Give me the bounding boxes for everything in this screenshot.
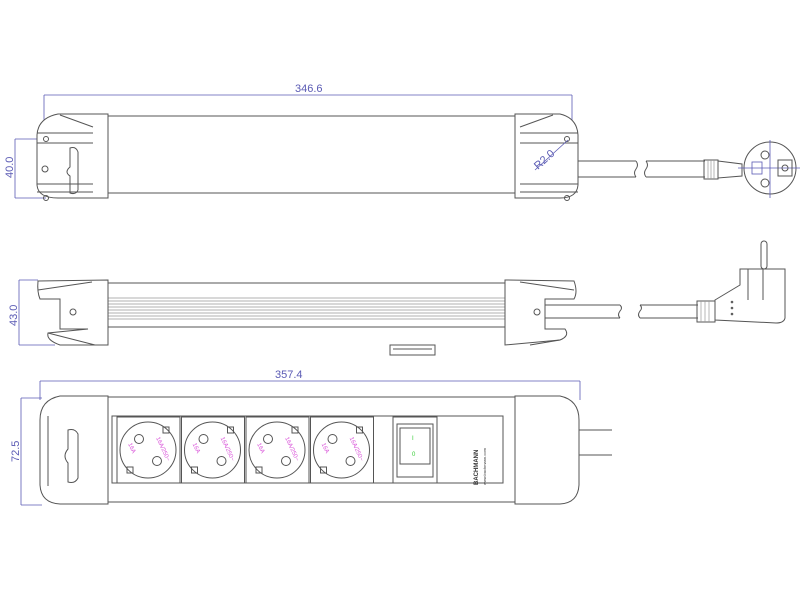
earth-clip (227, 426, 234, 434)
socket-face (184, 421, 241, 479)
housing-profile (107, 282, 506, 328)
socket-face (119, 421, 177, 479)
socket-outlet[interactable]: 16A 16A/250~ (116, 416, 181, 484)
socket-pin-hole (327, 434, 338, 444)
socket-pin-hole (345, 456, 356, 466)
length-dimension-label: 346.6 (295, 83, 323, 95)
earth-clip (126, 466, 134, 474)
socket-rating: 16A (126, 442, 136, 454)
earth-clip (320, 466, 327, 474)
socket-pin-hole (152, 456, 162, 466)
socket-outlet[interactable]: 16A 16A/250~ (310, 416, 374, 484)
socket-voltage: 16A/250~ (283, 436, 300, 462)
height-dimension-label: 43.0 (8, 305, 20, 326)
socket-face (248, 421, 306, 479)
socket-frame (116, 416, 181, 484)
side-view: 43.0 (8, 240, 786, 356)
socket-rating: 16A (320, 442, 330, 454)
power-cable-top (578, 159, 743, 180)
right-end-cap (514, 113, 579, 199)
earth-clip (191, 466, 198, 474)
earth-clip (255, 466, 263, 474)
aluminium-ribs (108, 297, 505, 320)
socket-voltage: 16A/250~ (219, 436, 236, 462)
socket-voltage: 16A/250~ (154, 436, 171, 462)
switch-off-mark: 0 (412, 452, 416, 458)
power-switch[interactable]: I 0 (392, 416, 438, 484)
earth-clip (162, 426, 170, 434)
front-keyhole-slot (64, 429, 79, 483)
left-end-cap (36, 113, 109, 199)
mount-dimension-label: 40.0 (4, 157, 16, 178)
socket-frame (245, 416, 310, 484)
socket-frame (310, 416, 374, 484)
earth-clip (356, 426, 363, 434)
switch-on-mark: I (412, 436, 414, 442)
socket-outlet[interactable]: 16A 16A/250~ (181, 416, 245, 484)
socket-pin-hole (263, 434, 273, 444)
front-view: 357.4 72.5 16A 16A/250~ 16A 16A/250~ 16A 16A/… (10, 369, 612, 506)
keyhole-slot (66, 147, 79, 195)
socket-frame (181, 416, 245, 484)
front-left-cap (39, 395, 109, 505)
socket-outlet[interactable]: 16A 16A/250~ (245, 416, 310, 484)
top-view: 346.6 40.0 R2.0 (4, 83, 800, 201)
width-dimension-label: 72.5 (10, 441, 22, 462)
socket-pin-hole (281, 456, 291, 466)
socket-rating: 16A (255, 442, 265, 454)
socket-rating: 16A (191, 442, 201, 454)
socket-face (313, 421, 370, 479)
socket-pin-hole (198, 434, 209, 444)
socket-pin-hole (134, 434, 144, 444)
brand-website: www.bachmann.com (482, 447, 487, 485)
mounting-clip (389, 344, 436, 356)
socket-panel (111, 415, 504, 484)
angled-plug-side (714, 240, 786, 324)
brand-logo: BACHMANN (474, 450, 480, 485)
front-right-cap (514, 395, 580, 505)
schuko-plug-face (738, 140, 800, 198)
power-cable-side (545, 300, 716, 323)
front-length-dimension-label: 357.4 (275, 369, 303, 381)
socket-row: 16A 16A/250~ 16A 16A/250~ 16A 16A/250~ 16A 16A/… (116, 416, 374, 484)
socket-pin-hole (216, 456, 227, 466)
left-cap-profile (37, 279, 109, 346)
housing-body (107, 115, 516, 194)
right-cap-profile (504, 279, 577, 346)
earth-clip (291, 426, 299, 434)
front-housing (107, 396, 516, 503)
socket-voltage: 16A/250~ (348, 436, 365, 462)
